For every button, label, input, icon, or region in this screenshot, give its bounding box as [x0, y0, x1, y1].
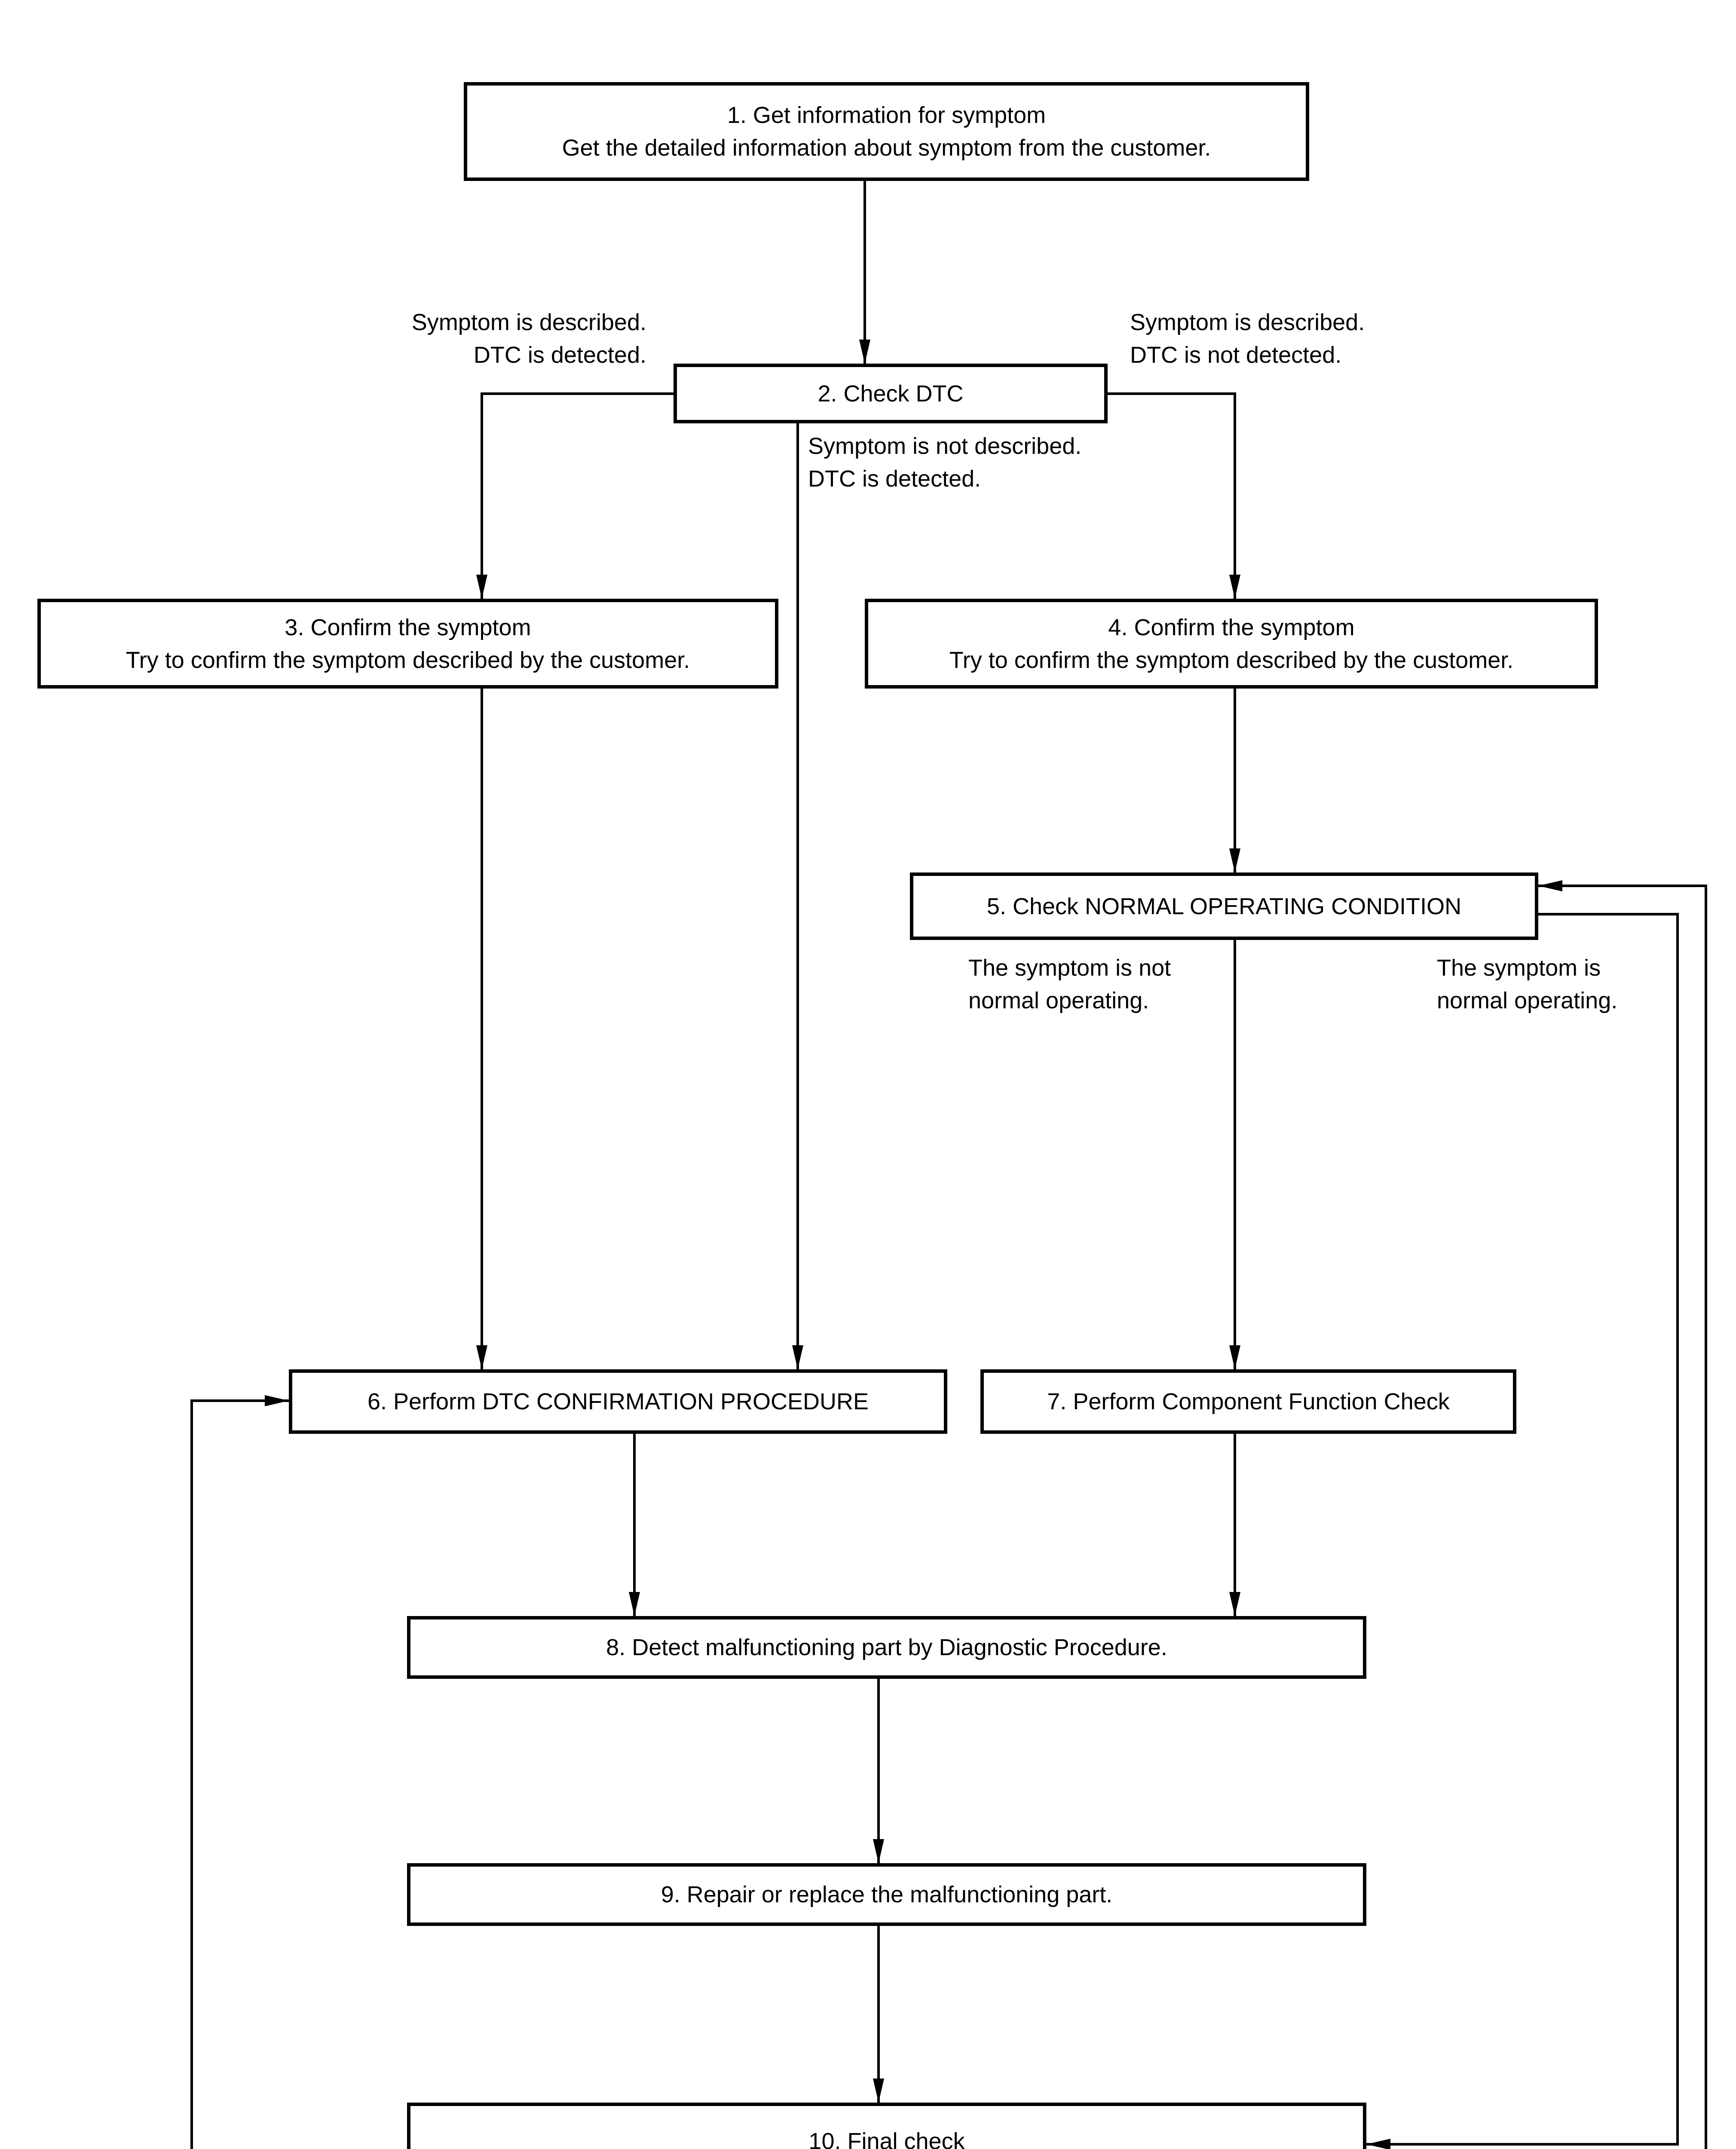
arrow-into-box9-icon: [873, 1839, 884, 1863]
step-2-box: 2. Check DTC: [674, 364, 1108, 423]
step-9-title: 9. Repair or replace the malfunctioning …: [661, 1882, 1113, 1907]
edge-label-symptom-normal: The symptom is normal operating.: [1437, 955, 1618, 1013]
connector-box2-left-horizontal: [481, 392, 674, 395]
feedback-left-vertical: [190, 1399, 193, 2149]
connector-box3-to-box6: [481, 689, 483, 1371]
arrow-into-box6-from-box2-icon: [792, 1345, 803, 1369]
step-4-box: 4. Confirm the symptom Try to confirm th…: [865, 599, 1598, 689]
connector-box2-right-horizontal: [1108, 392, 1235, 395]
arrow-into-box6-from-box3-icon: [476, 1345, 487, 1369]
connector-box5-to-box7: [1234, 940, 1236, 1371]
edge-label-not-described-dtc-detected: Symptom is not described. DTC is detecte…: [808, 433, 1082, 492]
feedback-right-horizontal-top: [1538, 885, 1706, 887]
step-2-title: 2. Check DTC: [817, 380, 964, 407]
arrow-into-box10-right-icon: [1366, 2139, 1390, 2149]
connector-box2-to-box4: [1234, 392, 1236, 600]
step-1-desc: Get the detailed information about sympt…: [562, 135, 1211, 161]
feedback-right-vertical: [1705, 885, 1707, 2149]
arrow-into-box2-icon: [859, 340, 870, 364]
step-5-box: 5. Check NORMAL OPERATING CONDITION: [910, 872, 1538, 940]
step-3-box: 3. Confirm the symptom Try to confirm th…: [37, 599, 778, 689]
branch-normal-horizontal-top: [1538, 913, 1679, 915]
edge-label-described-dtc-detected: Symptom is described. DTC is detected.: [411, 309, 646, 368]
arrow-into-box5-right-icon: [1538, 880, 1562, 891]
edge-label-described-dtc-not-detected: Symptom is described. DTC is not detecte…: [1130, 309, 1365, 368]
step-7-title: 7. Perform Component Function Check: [1047, 1389, 1450, 1414]
step-3-title: 3. Confirm the symptom: [285, 614, 531, 640]
step-5-title: 5. Check NORMAL OPERATING CONDITION: [986, 893, 1462, 919]
arrow-into-box5-top-icon: [1229, 848, 1240, 872]
arrow-into-box4-icon: [1229, 575, 1240, 599]
edge-label-symptom-not-normal: The symptom is not normal operating.: [968, 955, 1171, 1013]
step-1-box: 1. Get information for symptom Get the d…: [464, 82, 1309, 181]
connector-box6-to-box8: [633, 1434, 636, 1618]
connector-box9-to-box10: [877, 1926, 880, 2104]
arrow-into-box8-from-box6-icon: [629, 1592, 640, 1616]
step-8-title: 8. Detect malfunctioning part by Diagnos…: [606, 1635, 1167, 1660]
step-4-title: 4. Confirm the symptom: [1108, 614, 1355, 640]
connector-box8-to-box9: [877, 1679, 880, 1865]
arrow-into-box6-left-icon: [265, 1395, 289, 1406]
step-10-box: 10. Final check •Check that the symptom …: [407, 2103, 1366, 2149]
connector-box2-to-box3: [481, 392, 483, 600]
connector-box1-to-box2: [863, 181, 866, 365]
arrow-into-box3-icon: [476, 575, 487, 599]
step-3-desc: Try to confirm the symptom described by …: [126, 647, 690, 673]
step-8-box: 8. Detect malfunctioning part by Diagnos…: [407, 1616, 1366, 1679]
step-1-title: 1. Get information for symptom: [727, 102, 1046, 128]
branch-normal-horizontal-bottom: [1366, 2143, 1679, 2146]
step-9-box: 9. Repair or replace the malfunctioning …: [407, 1863, 1366, 1926]
connector-box7-to-box8: [1234, 1434, 1236, 1618]
branch-normal-vertical: [1676, 913, 1679, 2146]
step-10-title: 10. Final check: [808, 2128, 965, 2149]
step-7-box: 7. Perform Component Function Check: [980, 1369, 1516, 1434]
step-6-title: 6. Perform DTC CONFIRMATION PROCEDURE: [367, 1389, 869, 1414]
feedback-left-horizontal-top: [190, 1399, 289, 1402]
arrow-into-box8-from-box7-icon: [1229, 1592, 1240, 1616]
step-6-box: 6. Perform DTC CONFIRMATION PROCEDURE: [289, 1369, 947, 1434]
connector-box4-to-box5: [1234, 689, 1236, 874]
connector-box2-to-box6: [796, 423, 799, 1371]
step-4-desc: Try to confirm the symptom described by …: [949, 647, 1514, 673]
arrow-into-box10-top-icon: [873, 2079, 884, 2103]
arrow-into-box7-icon: [1229, 1345, 1240, 1369]
